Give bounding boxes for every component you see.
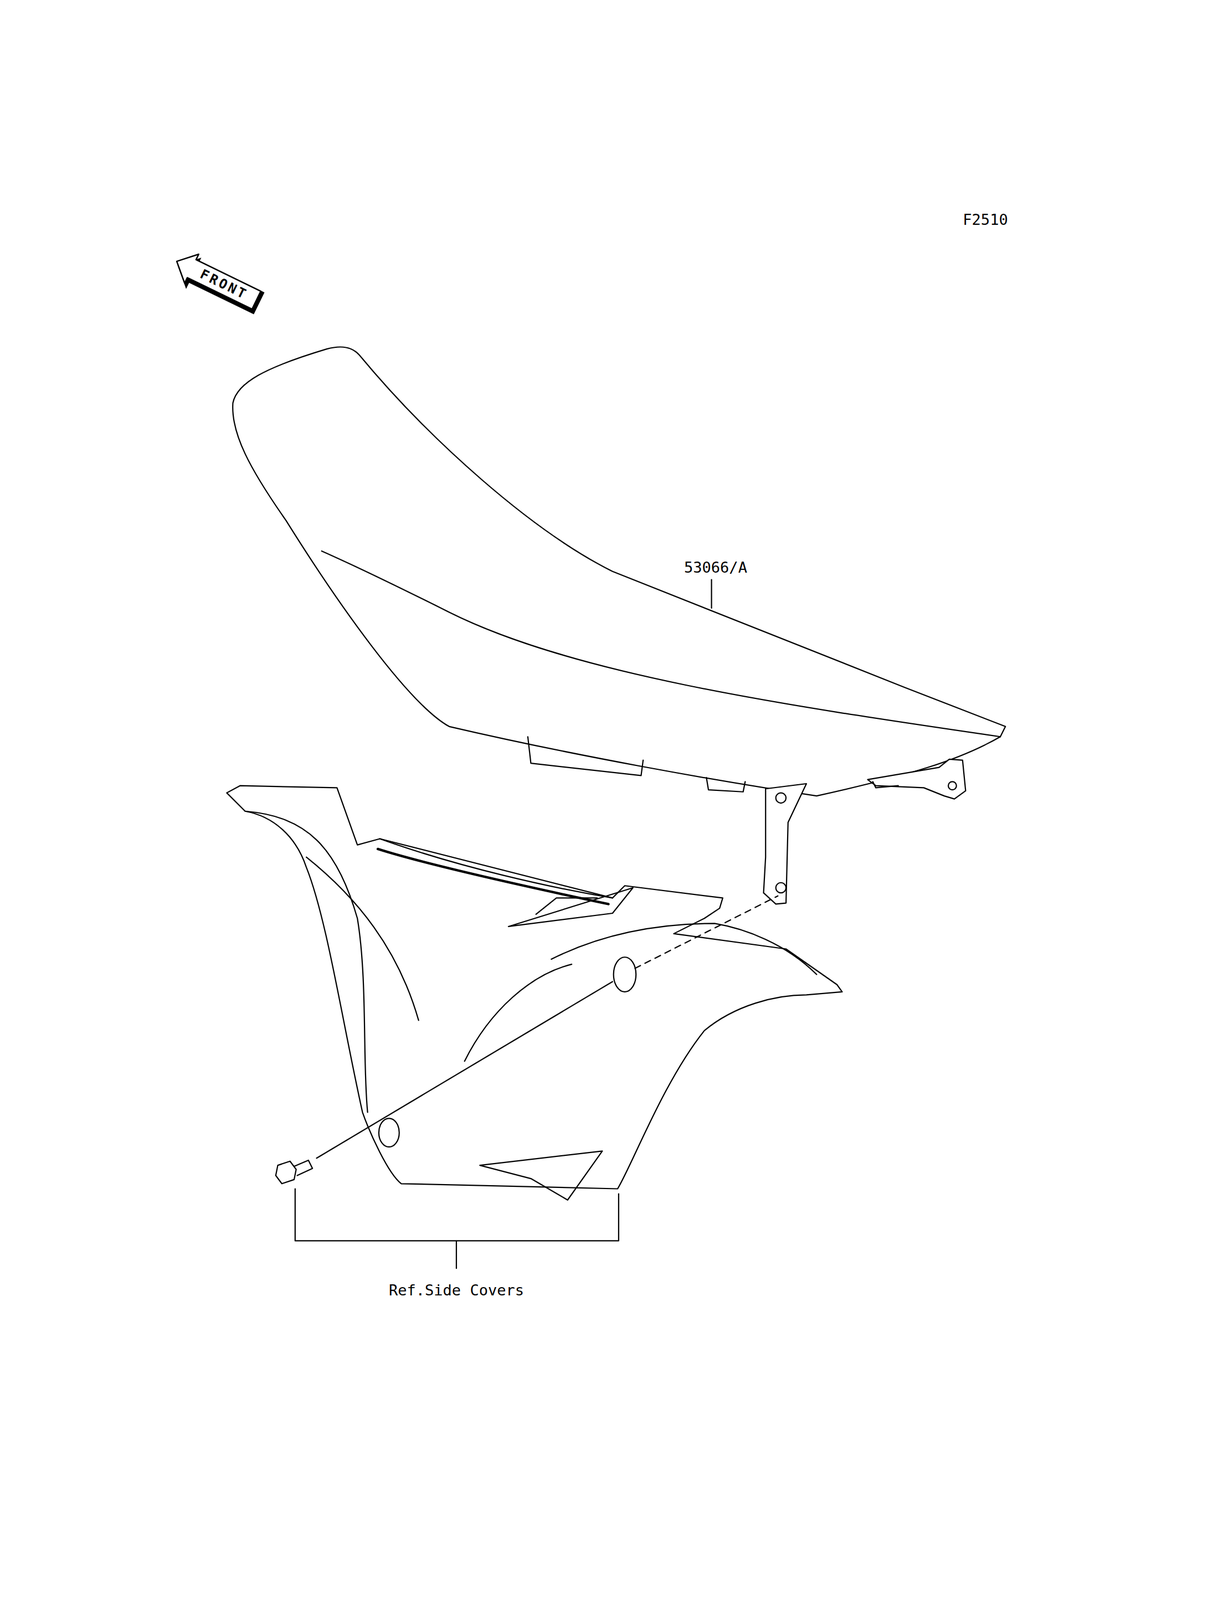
reference-note: Ref.Side Covers bbox=[388, 1282, 524, 1299]
seat-bracket bbox=[706, 777, 745, 793]
side-cover-vent bbox=[508, 887, 634, 927]
side-cover-edge bbox=[245, 811, 368, 1113]
front-arrow: FRONT bbox=[169, 247, 264, 315]
side-cover-edge bbox=[464, 964, 572, 1062]
seat-side-line bbox=[321, 551, 1001, 737]
seat-rear-tab bbox=[867, 759, 966, 800]
seat-bracket bbox=[872, 781, 899, 788]
side-cover-vent bbox=[479, 1150, 603, 1200]
arrow-outline bbox=[169, 247, 264, 315]
seat-outline bbox=[232, 346, 1006, 796]
figure-number: F2510 bbox=[962, 211, 1008, 229]
side-cover-outline bbox=[226, 785, 842, 1190]
side-cover-edge bbox=[377, 849, 609, 904]
side-cover-edge bbox=[551, 923, 817, 975]
seat-bracket bbox=[527, 736, 644, 776]
side-cover-edge bbox=[306, 857, 419, 1021]
reference-bracket bbox=[295, 1188, 619, 1269]
bolt bbox=[275, 1160, 313, 1184]
seat-rear-bracket bbox=[763, 783, 807, 904]
side-cover-edge bbox=[379, 839, 613, 899]
part-number: 53066/A bbox=[684, 559, 748, 577]
